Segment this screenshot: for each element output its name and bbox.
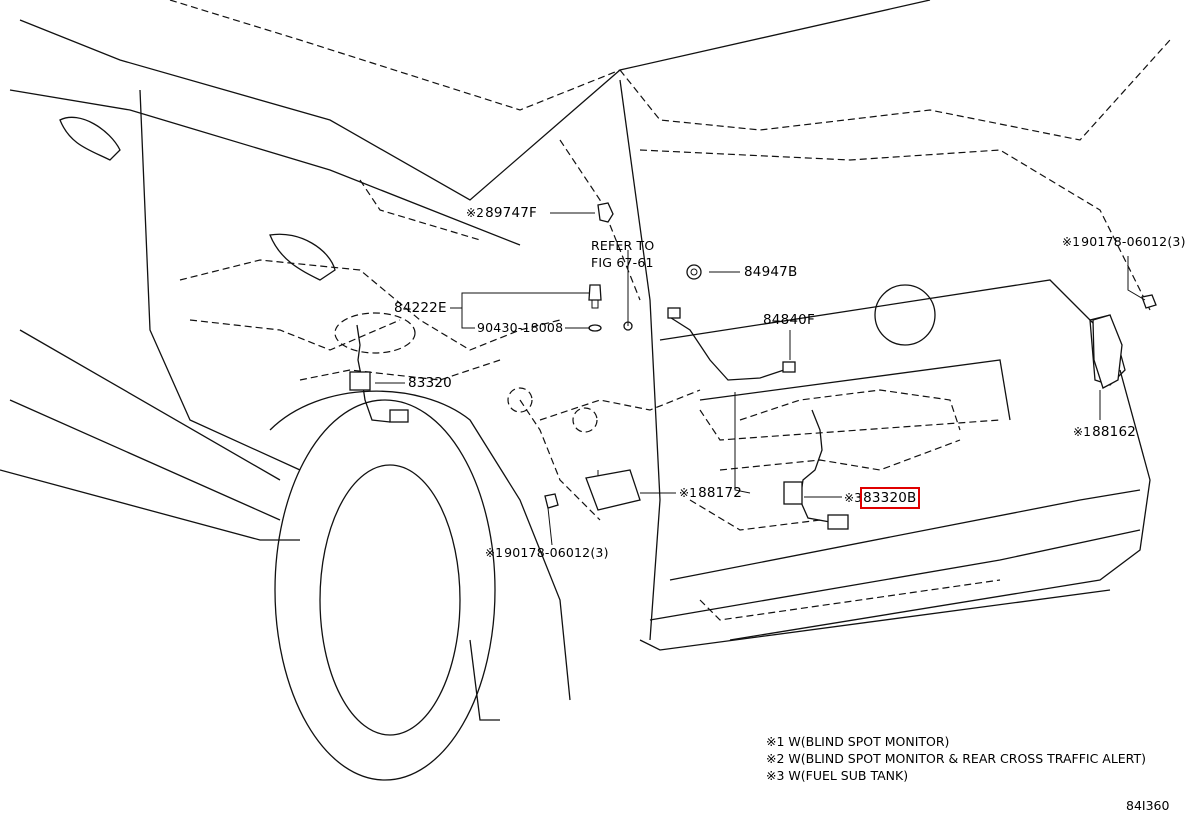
part-84840F-wire: [623, 307, 796, 381]
callout-84840F[interactable]: 84840F: [763, 312, 815, 328]
part-number: 89747F: [485, 205, 538, 221]
part-number: 90178-06012(3): [1081, 234, 1186, 249]
part-number: 88162: [1092, 424, 1137, 440]
callout-mark: ※1: [679, 486, 698, 500]
refer-to-note: REFER TO FIG 67-61: [591, 237, 654, 271]
part-number: 84222E: [394, 300, 447, 316]
callout-90430-18008[interactable]: 90430-18008: [477, 320, 563, 336]
refer-to-line2: FIG 67-61: [591, 255, 654, 270]
part-84947B-grommet: [686, 264, 702, 280]
callout-84947B[interactable]: 84947B: [744, 264, 797, 280]
callout-89747F[interactable]: ※289747F: [466, 205, 537, 221]
part-88162-radar-sensor: [1092, 314, 1123, 389]
callout-mark: ※2: [466, 206, 485, 220]
vehicle-body-outline: [0, 0, 1171, 781]
part-number: 83320: [408, 375, 452, 391]
part-84222E-switch: [588, 284, 602, 332]
part-89747F-clip: [597, 202, 614, 223]
callout-84222E[interactable]: 84222E: [394, 300, 447, 316]
part-number-highlighted: 83320B: [860, 487, 920, 509]
part-number: 90430-18008: [477, 320, 564, 335]
refer-to-line1: REFER TO: [591, 238, 655, 253]
legend-item: ※2 W(BLIND SPOT MONITOR & REAR CROSS TRA…: [766, 751, 1146, 766]
callout-88172[interactable]: ※188172: [679, 485, 742, 501]
callout-mark: ※1: [485, 546, 504, 560]
legend-item: ※1 W(BLIND SPOT MONITOR): [766, 734, 950, 749]
part-number: 84840F: [763, 312, 815, 328]
part-88172-sensor-module: [585, 469, 641, 511]
part-number: 84947B: [744, 264, 798, 280]
leader-lines: [375, 212, 1146, 546]
part-83320-fuel-gauge: [349, 324, 409, 423]
callout-90178-06012-right[interactable]: ※190178-06012(3): [1062, 234, 1186, 250]
callout-83320B[interactable]: ※383320B: [844, 487, 920, 509]
part-90178-06012-nut-right: [1141, 294, 1157, 309]
callout-mark: ※1: [1062, 235, 1081, 249]
figure-number: 84I360: [1126, 798, 1170, 813]
callout-mark: ※3: [844, 491, 863, 505]
part-number: 88172: [698, 485, 743, 501]
legend: ※1 W(BLIND SPOT MONITOR) ※2 W(BLIND SPOT…: [766, 733, 1146, 784]
legend-item: ※3 W(FUEL SUB TANK): [766, 768, 909, 783]
part-90178-06012-nut-left: [544, 493, 559, 509]
callout-mark: ※1: [1073, 425, 1092, 439]
callout-88162[interactable]: ※188162: [1073, 424, 1136, 440]
part-83320B-fuel-gauge: [783, 409, 849, 530]
callout-83320[interactable]: 83320: [408, 375, 452, 391]
part-number: 90178-06012(3): [504, 545, 609, 560]
callout-90178-06012-left[interactable]: ※190178-06012(3): [485, 545, 609, 561]
